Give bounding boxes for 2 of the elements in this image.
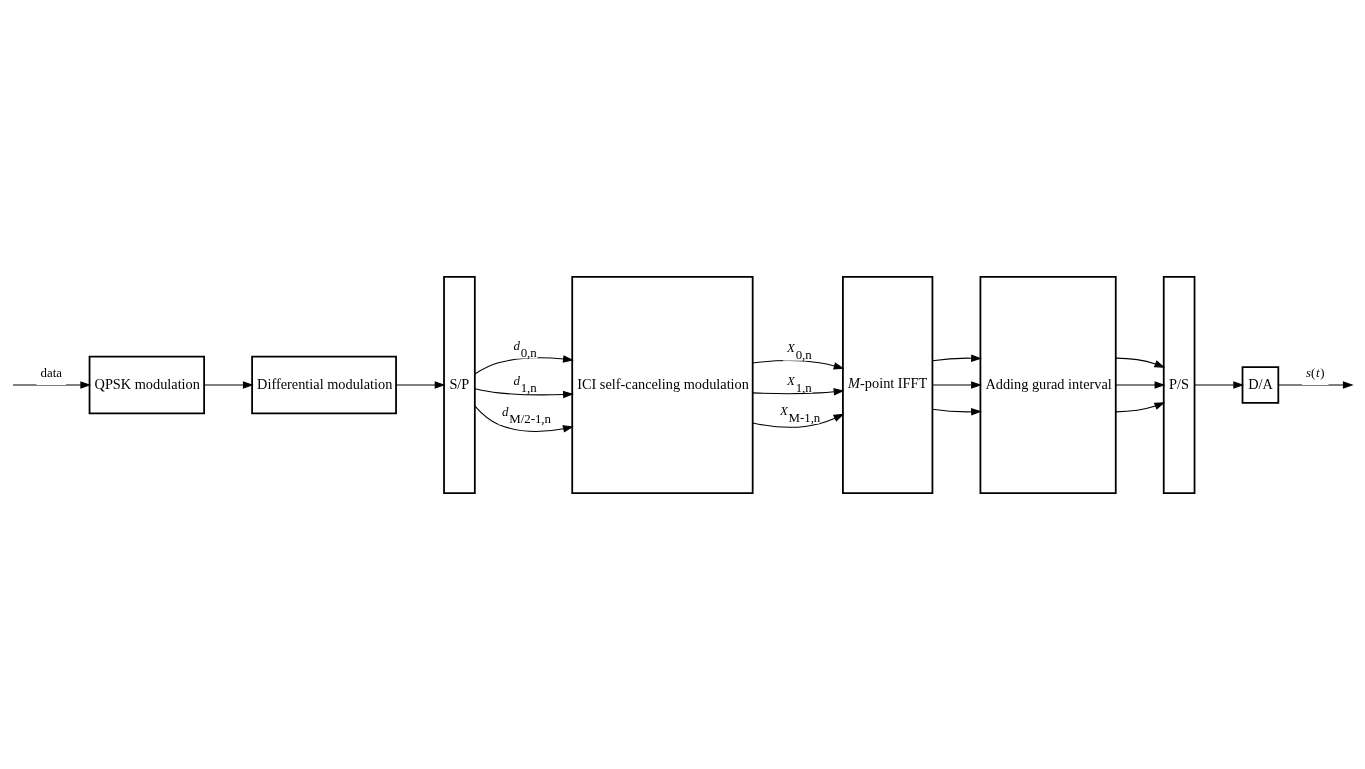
edge-label: s(t) (1305, 365, 1325, 380)
edge-label: data (40, 365, 62, 380)
